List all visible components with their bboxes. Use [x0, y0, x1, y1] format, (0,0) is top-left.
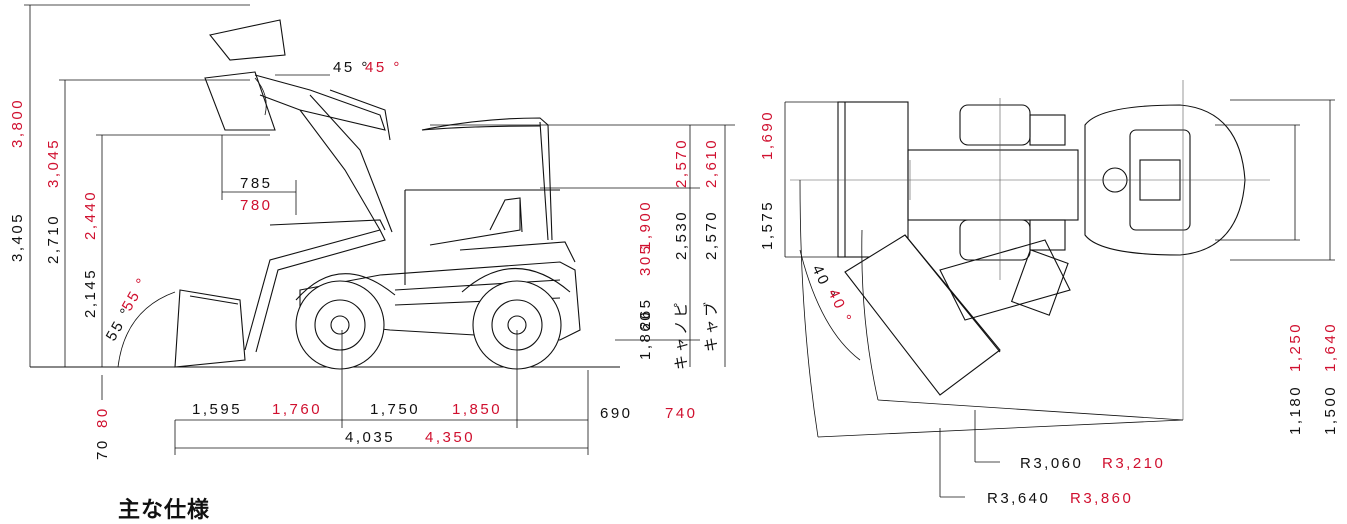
- bucket-width-black: 1,575: [759, 200, 776, 250]
- articulation-red: 40 °: [824, 287, 855, 328]
- tread-black: 1,180: [1287, 385, 1304, 435]
- spec-drawing: 45 ° 45 ° 785 780 3,405 3,800 2,710 3,04…: [9, 4, 1339, 522]
- seat-height-red: 1,900: [637, 200, 654, 250]
- height-max-black: 3,405: [9, 212, 26, 262]
- wheelbase-red: 1,850: [452, 401, 502, 418]
- dump-angle-red: 45 °: [365, 59, 402, 76]
- cab-label: キャブ: [702, 299, 720, 352]
- overall-width-red: 1,640: [1322, 322, 1339, 372]
- reach-red: 780: [240, 197, 273, 214]
- overall-width-black: 1,500: [1322, 385, 1339, 435]
- dimension-drawing-svg: 45 ° 45 ° 785 780 3,405 3,800 2,710 3,04…: [9, 4, 1339, 507]
- radius-inner-red: R3,210: [1102, 455, 1165, 472]
- overall-length-black: 4,035: [345, 429, 395, 446]
- wheelbase-black: 1,750: [370, 401, 420, 418]
- dump-angle-black: 45 °: [333, 59, 370, 76]
- radius-outer-black: R3,640: [987, 490, 1050, 507]
- section-heading: 主な仕様: [118, 497, 211, 522]
- rear-overhang-black: 690: [600, 405, 633, 422]
- ground-clear-black: 265: [637, 297, 654, 330]
- rear-overhang-red: 740: [665, 405, 698, 422]
- seat-height-black: 1,860: [637, 310, 654, 360]
- radius-outer-red: R3,860: [1070, 490, 1133, 507]
- loader-side-view: [30, 19, 620, 370]
- front-overhang-red: 1,760: [272, 401, 322, 418]
- front-overhang-black: 1,595: [192, 401, 242, 418]
- height-dump-red: 2,440: [82, 190, 99, 240]
- radius-inner-black: R3,060: [1020, 455, 1083, 472]
- cab-height-black: 2,570: [703, 210, 720, 260]
- loader-top-view: [790, 80, 1270, 420]
- dig-depth-black: 70: [94, 438, 111, 460]
- side-dimension-labels: 45 ° 45 ° 785 780 3,405 3,800 2,710 3,04…: [9, 59, 720, 460]
- canopy-label: キャノピ: [673, 300, 690, 370]
- reach-black: 785: [240, 175, 273, 192]
- side-dimension-lines: [24, 4, 735, 455]
- overall-length-red: 4,350: [425, 429, 475, 446]
- cab-height-red: 2,610: [703, 138, 720, 188]
- canopy-height-red: 2,570: [673, 138, 690, 188]
- height-dump-black: 2,145: [82, 268, 99, 318]
- top-dimension-lines: [784, 99, 1335, 498]
- canopy-height-black: 2,530: [673, 210, 690, 260]
- ground-clear-red: 305: [637, 243, 654, 276]
- top-dimension-labels: 1,575 1,690 40 ° 40 ° 1,180 1,250 1,500 …: [759, 110, 1339, 507]
- tread-red: 1,250: [1287, 322, 1304, 372]
- dig-depth-red: 80: [94, 406, 111, 428]
- height-hinge-red: 3,045: [45, 138, 62, 188]
- height-hinge-black: 2,710: [45, 214, 62, 264]
- bucket-width-red: 1,690: [759, 110, 776, 160]
- height-max-red: 3,800: [9, 98, 26, 148]
